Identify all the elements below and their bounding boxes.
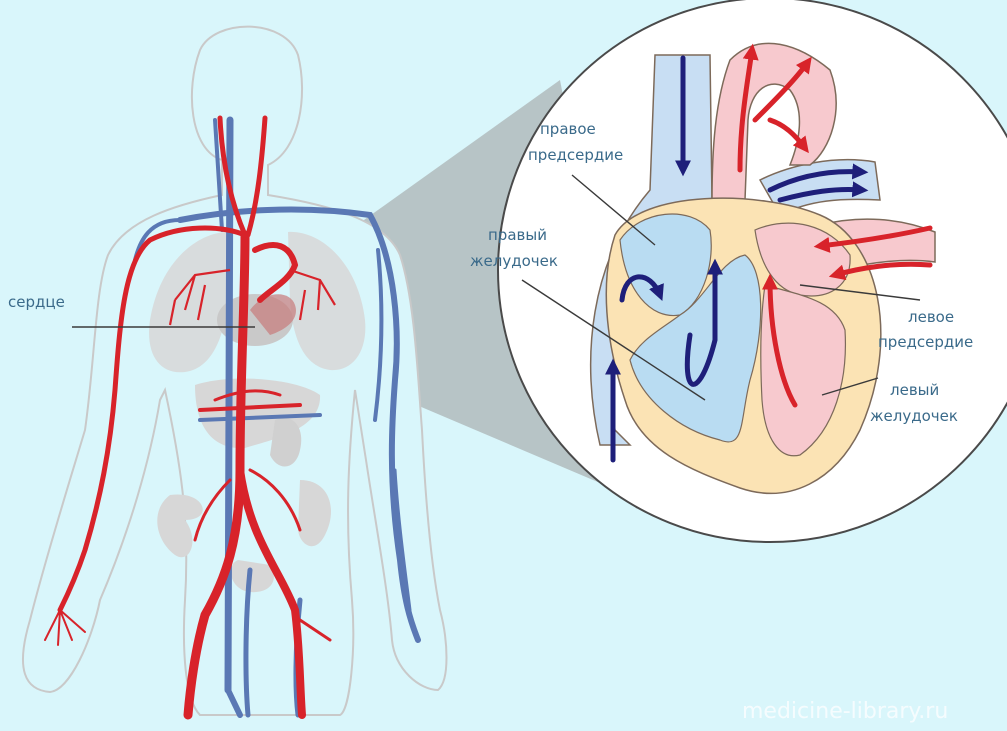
label-left-ventricle-2: желудочек [870,407,958,425]
label-left-atrium-2: предсердие [878,333,973,351]
label-right-ventricle-2: желудочек [470,252,558,270]
label-left-ventricle-1: левый [890,381,939,399]
label-right-atrium-2: предсердие [528,146,623,164]
label-right-ventricle-1: правый [488,226,547,244]
label-heart: сердце [8,293,65,311]
watermark: medicine-library.ru [742,699,948,724]
label-left-atrium-1: левое [908,308,954,326]
label-right-atrium-1: правое [540,120,596,138]
